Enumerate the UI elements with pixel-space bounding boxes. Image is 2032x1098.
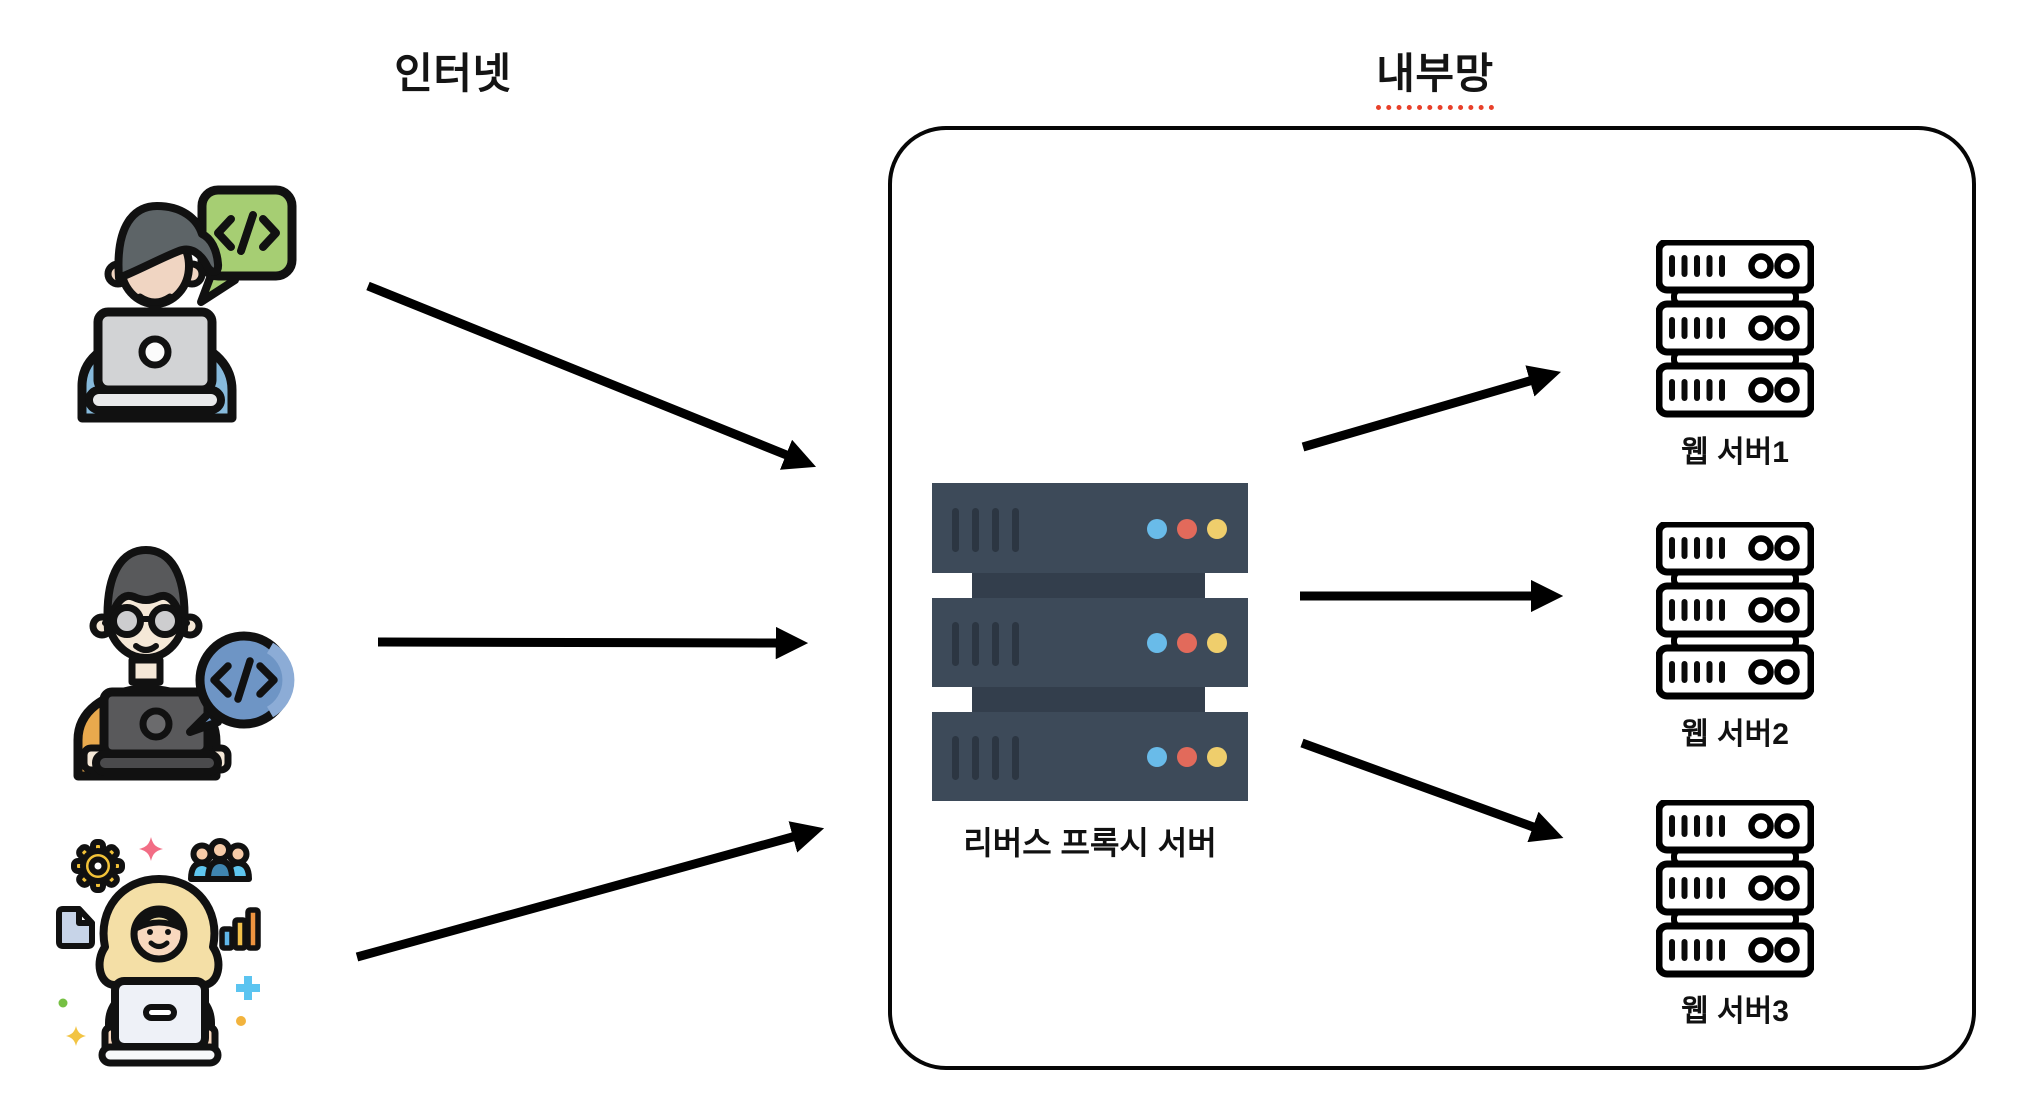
arrow-proxy-to-webserver1 xyxy=(1301,365,1561,452)
server-unit xyxy=(1656,800,1814,854)
internal-zone-title-text: 내부망 xyxy=(1376,40,1494,110)
server-unit xyxy=(1656,860,1814,916)
dot-orange xyxy=(236,1016,246,1026)
sparkle-blue-plus xyxy=(236,976,260,1000)
sparkle-yellow xyxy=(66,1026,86,1046)
arrow-client2-to-proxy xyxy=(377,626,809,660)
server-unit xyxy=(1656,522,1814,576)
document-icon xyxy=(56,906,95,949)
led-blue xyxy=(1147,747,1167,767)
developer-glasses-laptop-code-bubble-icon xyxy=(73,546,295,781)
code-glyph xyxy=(210,657,278,703)
code-bubble-blue xyxy=(186,631,295,736)
led-yellow xyxy=(1207,633,1227,653)
server-unit xyxy=(1656,300,1814,356)
bar-chart-icon xyxy=(219,907,261,951)
led-red xyxy=(1177,519,1197,539)
arrow-client1-to-proxy xyxy=(366,281,817,470)
developer-figure xyxy=(73,546,232,781)
web-server3-label: 웹 서버3 xyxy=(1681,995,1789,1028)
led-yellow xyxy=(1207,747,1227,767)
web-server1-label: 웹 서버1 xyxy=(1681,436,1789,469)
arrow-client3-to-proxy xyxy=(355,821,825,962)
web-server-rack-icon xyxy=(1656,522,1814,700)
server-unit xyxy=(1656,644,1814,700)
arrow-proxy-to-webserver3 xyxy=(1300,738,1564,843)
led-red xyxy=(1177,747,1197,767)
proxy-server-rack-icon xyxy=(932,483,1248,801)
glasses xyxy=(102,604,190,638)
web-server-rack-icon xyxy=(1656,240,1814,418)
planner-laptop-gear-chart-icon xyxy=(56,837,261,1067)
developer-laptop-code-bubble-icon xyxy=(77,185,297,423)
internal-network-boundary xyxy=(888,126,1976,1070)
code-glyph xyxy=(214,211,280,255)
sparkle-pink xyxy=(139,837,163,861)
proxy-rack-unit xyxy=(932,483,1248,573)
led-blue xyxy=(1147,519,1167,539)
led-blue xyxy=(1147,633,1167,653)
dot-green xyxy=(58,998,68,1008)
proxy-rack-unit xyxy=(932,712,1248,801)
proxy-rack-unit xyxy=(932,598,1248,687)
server-unit xyxy=(1656,922,1814,978)
internet-zone-title: 인터넷 xyxy=(394,50,512,97)
server-unit xyxy=(1656,582,1814,638)
proxy-server-label: 리버스 프록시 서버 xyxy=(963,825,1217,861)
hair xyxy=(114,202,223,282)
server-unit xyxy=(1656,362,1814,418)
developer-figure xyxy=(77,202,237,423)
gear-icon xyxy=(71,839,125,893)
internal-zone-title: 내부망 xyxy=(1285,40,1585,110)
planner-figure xyxy=(95,875,223,1067)
led-yellow xyxy=(1207,519,1227,539)
led-red xyxy=(1177,633,1197,653)
server-unit xyxy=(1656,240,1814,294)
web-server-rack-icon xyxy=(1656,800,1814,978)
team-icon xyxy=(188,838,252,882)
web-server2-label: 웹 서버2 xyxy=(1681,718,1789,751)
